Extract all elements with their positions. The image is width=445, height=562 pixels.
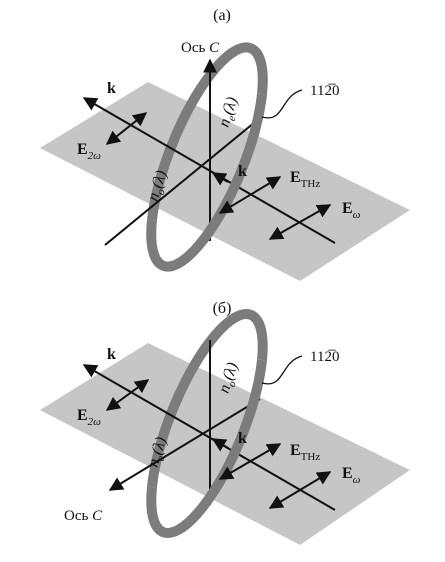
panel-a: (а) Ось C 112̅0 k k E2ω ETHz Eω ne(λ) no… bbox=[40, 7, 410, 281]
k-label-upper-b: k bbox=[107, 346, 116, 363]
panel-label-b: (б) bbox=[213, 300, 232, 317]
ring-top-label-a: ne(λ) bbox=[216, 95, 244, 130]
e2w-label-b: E2ω bbox=[77, 407, 101, 428]
axis-label-a: Ось C bbox=[181, 40, 220, 56]
ethz-label-a: ETHz bbox=[290, 169, 320, 190]
ethz-polarization-arrow-b bbox=[218, 443, 282, 480]
plane-label-leader-b bbox=[261, 355, 303, 385]
e2w-axis-a bbox=[104, 117, 261, 246]
ew-label-b: Eω bbox=[342, 465, 361, 486]
k-label-lower-a: k bbox=[238, 163, 247, 180]
k-label-upper-a: k bbox=[107, 80, 116, 97]
plane-label-a: 112̅0 bbox=[310, 83, 339, 99]
ring-top-label-b: no(λ) bbox=[216, 360, 245, 396]
k-label-lower-b: k bbox=[238, 430, 247, 447]
ring-front-a bbox=[146, 93, 267, 272]
ew-label-a: Eω bbox=[342, 200, 361, 221]
panel-b: (б) Ось C 112̅0 k k E2ω ETHz Eω no(λ) ne… bbox=[40, 300, 410, 545]
optic-axis-b bbox=[108, 398, 261, 491]
ew-polarization-arrow-b bbox=[268, 471, 332, 509]
e2w-polarization-arrow-b bbox=[105, 379, 150, 411]
e2w-polarization-arrow-a bbox=[105, 112, 148, 145]
ring-front-b bbox=[146, 359, 267, 538]
ethz-polarization-arrow-a bbox=[218, 176, 282, 214]
e2w-label-a: E2ω bbox=[77, 141, 101, 162]
plane-label-leader-a bbox=[261, 89, 303, 119]
ethz-label-b: ETHz bbox=[290, 442, 320, 463]
ring-back-b bbox=[147, 309, 268, 488]
ring-side-label-a: no(λ) bbox=[145, 168, 174, 204]
ew-polarization-arrow-a bbox=[268, 204, 332, 240]
axis-label-b: Ось C bbox=[64, 508, 103, 524]
ring-side-label-b: ne(λ) bbox=[145, 435, 173, 470]
plane-label-b: 112̅0 bbox=[310, 349, 339, 365]
panel-label-a: (а) bbox=[213, 7, 231, 24]
